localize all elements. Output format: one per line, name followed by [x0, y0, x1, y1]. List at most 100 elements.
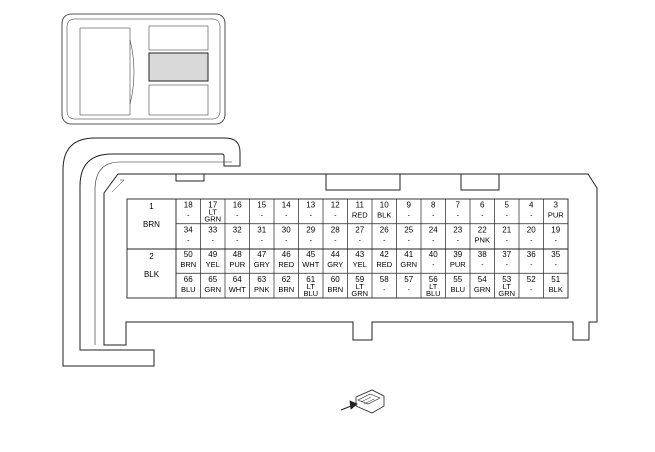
terminal-number: 40	[429, 250, 438, 259]
wire-color: BRN	[327, 285, 343, 294]
terminal-number: 32	[233, 225, 242, 234]
terminal-number: 14	[282, 201, 291, 210]
wire-color: -	[555, 262, 558, 269]
terminal-number: 29	[306, 225, 315, 234]
connector-latch-left	[175, 173, 205, 182]
terminal-number: 44	[331, 250, 340, 259]
wire-color: BLU	[450, 285, 465, 294]
terminal-number: 39	[453, 250, 462, 259]
terminal-number: 48	[233, 250, 242, 259]
wire-color: -	[530, 287, 533, 294]
terminal-number: 55	[453, 275, 462, 284]
terminal-number: 50	[184, 250, 193, 259]
terminal-number: 3	[554, 201, 559, 210]
wire-color: BLU	[181, 285, 196, 294]
terminal-number: 52	[527, 275, 536, 284]
terminal-number: 2	[149, 252, 154, 261]
vehicle-seat-outline	[79, 27, 131, 116]
terminal-number: 54	[478, 275, 487, 284]
wire-color: -	[236, 213, 239, 220]
connector-latch-center	[325, 173, 401, 191]
wire-color: -	[432, 237, 435, 244]
wire-color: -	[383, 287, 386, 294]
wire-color: -	[359, 237, 362, 244]
terminal-number: 34	[184, 225, 193, 234]
terminal-number: 41	[404, 250, 413, 259]
terminal-number: 1	[149, 202, 154, 211]
terminal-number: 7	[456, 201, 461, 210]
terminal-number: 42	[380, 250, 389, 259]
wire-color: BRN	[278, 285, 294, 294]
wire-color: RED	[376, 260, 392, 269]
wire-color: -	[187, 237, 190, 244]
wire-color: PUR	[548, 211, 564, 220]
wire-color: PNK	[475, 235, 490, 244]
terminal-number: 10	[380, 201, 389, 210]
terminal-number: 37	[502, 250, 511, 259]
terminal-number: 46	[282, 250, 291, 259]
terminal-number: 6	[480, 201, 485, 210]
wire-color: YEL	[206, 260, 220, 269]
connector-housing	[62, 137, 598, 367]
wire-color: -	[310, 213, 313, 220]
wire-color: GRN	[474, 285, 491, 294]
wire-color: -	[481, 262, 484, 269]
vehicle-panel-lower	[148, 84, 209, 116]
vehicle-panel-upper	[148, 25, 209, 51]
wire-color: BLK	[144, 270, 160, 279]
terminal-number: 19	[551, 225, 560, 234]
terminal-number: 4	[529, 201, 534, 210]
terminal-number: 9	[407, 201, 412, 210]
terminal-number: 24	[429, 225, 438, 234]
wire-color: RED	[352, 211, 368, 220]
wire-color: -	[432, 213, 435, 220]
connector-hood	[62, 137, 241, 367]
wire-color: -	[310, 237, 313, 244]
terminal-number: 33	[208, 225, 217, 234]
terminal-number: 11	[356, 201, 365, 210]
wire-color: PUR	[450, 260, 466, 269]
terminal-number: 30	[282, 225, 291, 234]
wire-color: -	[285, 213, 288, 220]
wire-color: -	[285, 237, 288, 244]
terminal-number: 61	[306, 275, 315, 284]
terminal-number: 63	[257, 275, 266, 284]
wire-color: -	[236, 237, 239, 244]
wire-color: -	[212, 237, 215, 244]
terminal-number: 5	[505, 201, 510, 210]
connector-view-icon	[340, 389, 385, 414]
connector-latch-right	[460, 173, 500, 191]
terminal-number: 28	[331, 225, 340, 234]
terminal-number: 62	[282, 275, 291, 284]
wire-color: WHT	[229, 285, 246, 294]
vehicle-locator	[61, 13, 226, 125]
wire-color: -	[506, 237, 509, 244]
terminal-number: 65	[208, 275, 217, 284]
terminal-number: 18	[184, 201, 193, 210]
terminal-number: 45	[306, 250, 315, 259]
connector-body	[103, 173, 598, 346]
terminal-number: 66	[184, 275, 193, 284]
wire-color: -	[506, 262, 509, 269]
terminal-number: 47	[257, 250, 266, 259]
wire-color: -	[457, 213, 460, 220]
terminal-number: 26	[380, 225, 389, 234]
terminal-number: 12	[331, 201, 340, 210]
terminal-number: 51	[551, 275, 560, 284]
terminal-number: 15	[257, 201, 266, 210]
wire-color: -	[506, 213, 509, 220]
wire-color: BLK	[549, 285, 563, 294]
wire-color: GRY	[327, 260, 343, 269]
terminal-number: 49	[208, 250, 217, 259]
terminal-number: 60	[331, 275, 340, 284]
terminal-number: 31	[257, 225, 266, 234]
wire-color: -	[334, 213, 337, 220]
wire-color: BRN	[180, 260, 196, 269]
terminal-number: 56	[429, 275, 438, 284]
terminal-number: 64	[233, 275, 242, 284]
